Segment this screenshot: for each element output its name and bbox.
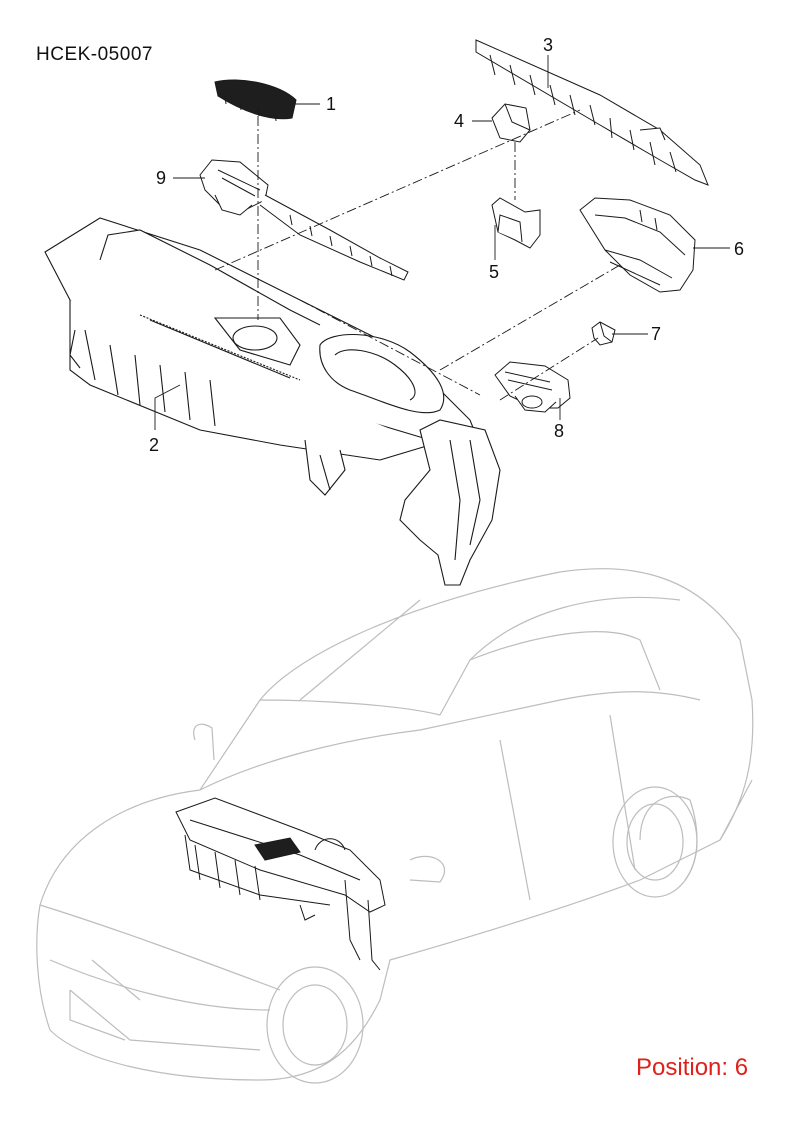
- part-6-right-panel: [579, 197, 696, 293]
- part-7-clip: [591, 321, 616, 346]
- callout-1: 1: [326, 94, 337, 114]
- callout-9: 9: [156, 168, 167, 188]
- part-1-top-panel: [214, 79, 297, 122]
- callout-5: 5: [489, 262, 500, 282]
- part-4-cover: [491, 103, 531, 143]
- part-2-instrument-panel: [44, 217, 501, 586]
- callout-leader-lines: [154, 55, 730, 430]
- assembly-guide-lines: [214, 109, 621, 401]
- callout-7: 7: [651, 324, 662, 344]
- part-5-bracket: [491, 197, 541, 249]
- callout-6: 6: [734, 239, 745, 259]
- callout-3: 3: [543, 35, 554, 55]
- part-3-cross-bar: [475, 39, 709, 186]
- position-label: Position: 6: [636, 1054, 749, 1081]
- callout-4: 4: [454, 111, 465, 131]
- car-outline: [36, 568, 754, 1084]
- part-8-right-vent: [494, 361, 571, 413]
- document-code: HCEK-05007: [36, 44, 153, 65]
- installed-dashboard: [175, 797, 386, 971]
- part-9-left-vent: [199, 159, 409, 281]
- callout-8: 8: [554, 421, 565, 441]
- callout-2: 2: [149, 435, 160, 455]
